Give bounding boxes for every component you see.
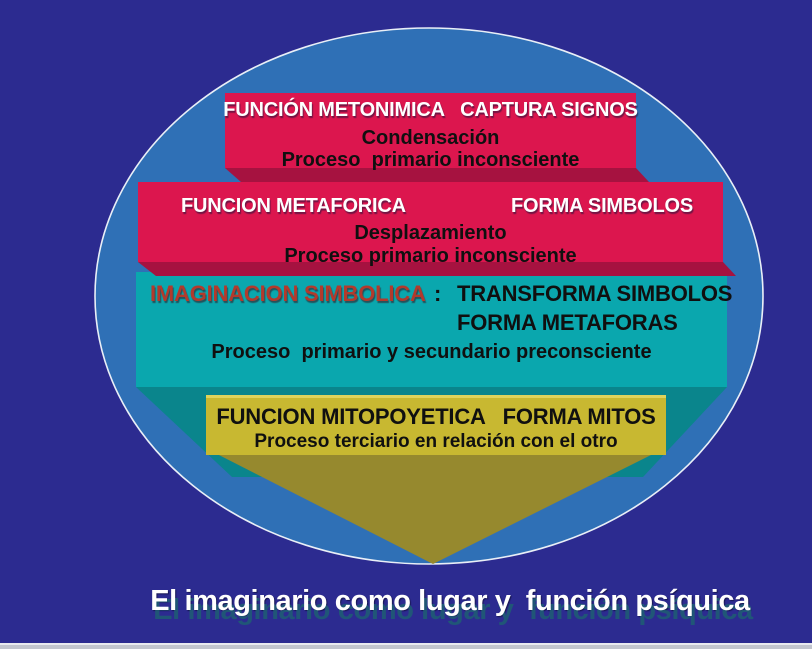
metonymic-banner-face xyxy=(225,93,636,168)
metonymic-banner-line3: Proceso primario inconsciente xyxy=(281,149,580,171)
symbolic-banner-line3: Proceso primario y secundario preconscie… xyxy=(211,341,652,363)
symbolic-banner-line1-row: IMAGINACION SIMBOLICA : TRANSFORMA SIMBO… xyxy=(136,281,732,307)
slide-title: El imaginario como lugar y función psíqu… xyxy=(150,584,750,617)
metaphoric-banner-title-right: FORMA SIMBOLOS xyxy=(511,195,694,217)
metaphoric-banner-title-row: FUNCION METAFORICA FORMA SIMBOLOS xyxy=(138,193,723,219)
bottom-frame-line xyxy=(0,643,812,645)
symbolic-banner-line1-right: TRANSFORMA SIMBOLOS xyxy=(457,281,733,306)
metonymic-banner-bevel xyxy=(225,168,649,182)
symbolic-banner-line2-row: FORMA METAFORAS xyxy=(136,310,727,336)
symbolic-banner-colon: : xyxy=(434,281,442,306)
metaphoric-banner-line2: Desplazamiento xyxy=(354,222,507,244)
metonymic-banner-title: FUNCIÓN METONIMICA CAPTURA SIGNOS xyxy=(223,99,638,121)
metonymic-banner-line2: Condensación xyxy=(361,127,500,149)
metaphoric-banner-title-left: FUNCION METAFORICA xyxy=(181,195,406,217)
symbolic-banner-face xyxy=(136,272,727,387)
metaphoric-banner-bevel xyxy=(138,262,736,276)
mythopoetic-banner-highlight xyxy=(206,395,666,398)
metaphoric-banner-line3: Proceso primario inconsciente xyxy=(284,245,577,267)
symbolic-banner-line2-right: FORMA METAFORAS xyxy=(457,310,678,335)
mythopoetic-arrow-point xyxy=(215,453,655,564)
metaphoric-banner-face xyxy=(138,182,723,262)
mythopoetic-banner-title: FUNCION MITOPOYETICA FORMA MITOS xyxy=(216,404,656,429)
symbolic-banner-label: IMAGINACION SIMBOLICA xyxy=(150,281,426,306)
bottom-frame-strip xyxy=(0,645,812,649)
mythopoetic-banner-line2: Proceso terciario en relación con el otr… xyxy=(254,430,618,452)
mythopoetic-banner-face xyxy=(206,395,666,455)
